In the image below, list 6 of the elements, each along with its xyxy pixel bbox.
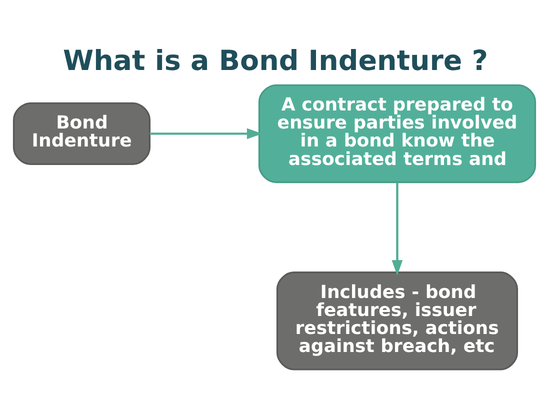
arrow — [392, 182, 403, 276]
diagram-title: What is a Bond Indenture ? — [63, 43, 488, 76]
node-box: Bond Indenture — [12, 102, 151, 165]
node-box: A contract prepared to ensure parties involved in a bond know the associated terms and — [258, 84, 536, 183]
arrow — [150, 128, 262, 139]
node-box: Includes - bond features, issuer restrictions, actions against breach, etc — [276, 271, 518, 370]
